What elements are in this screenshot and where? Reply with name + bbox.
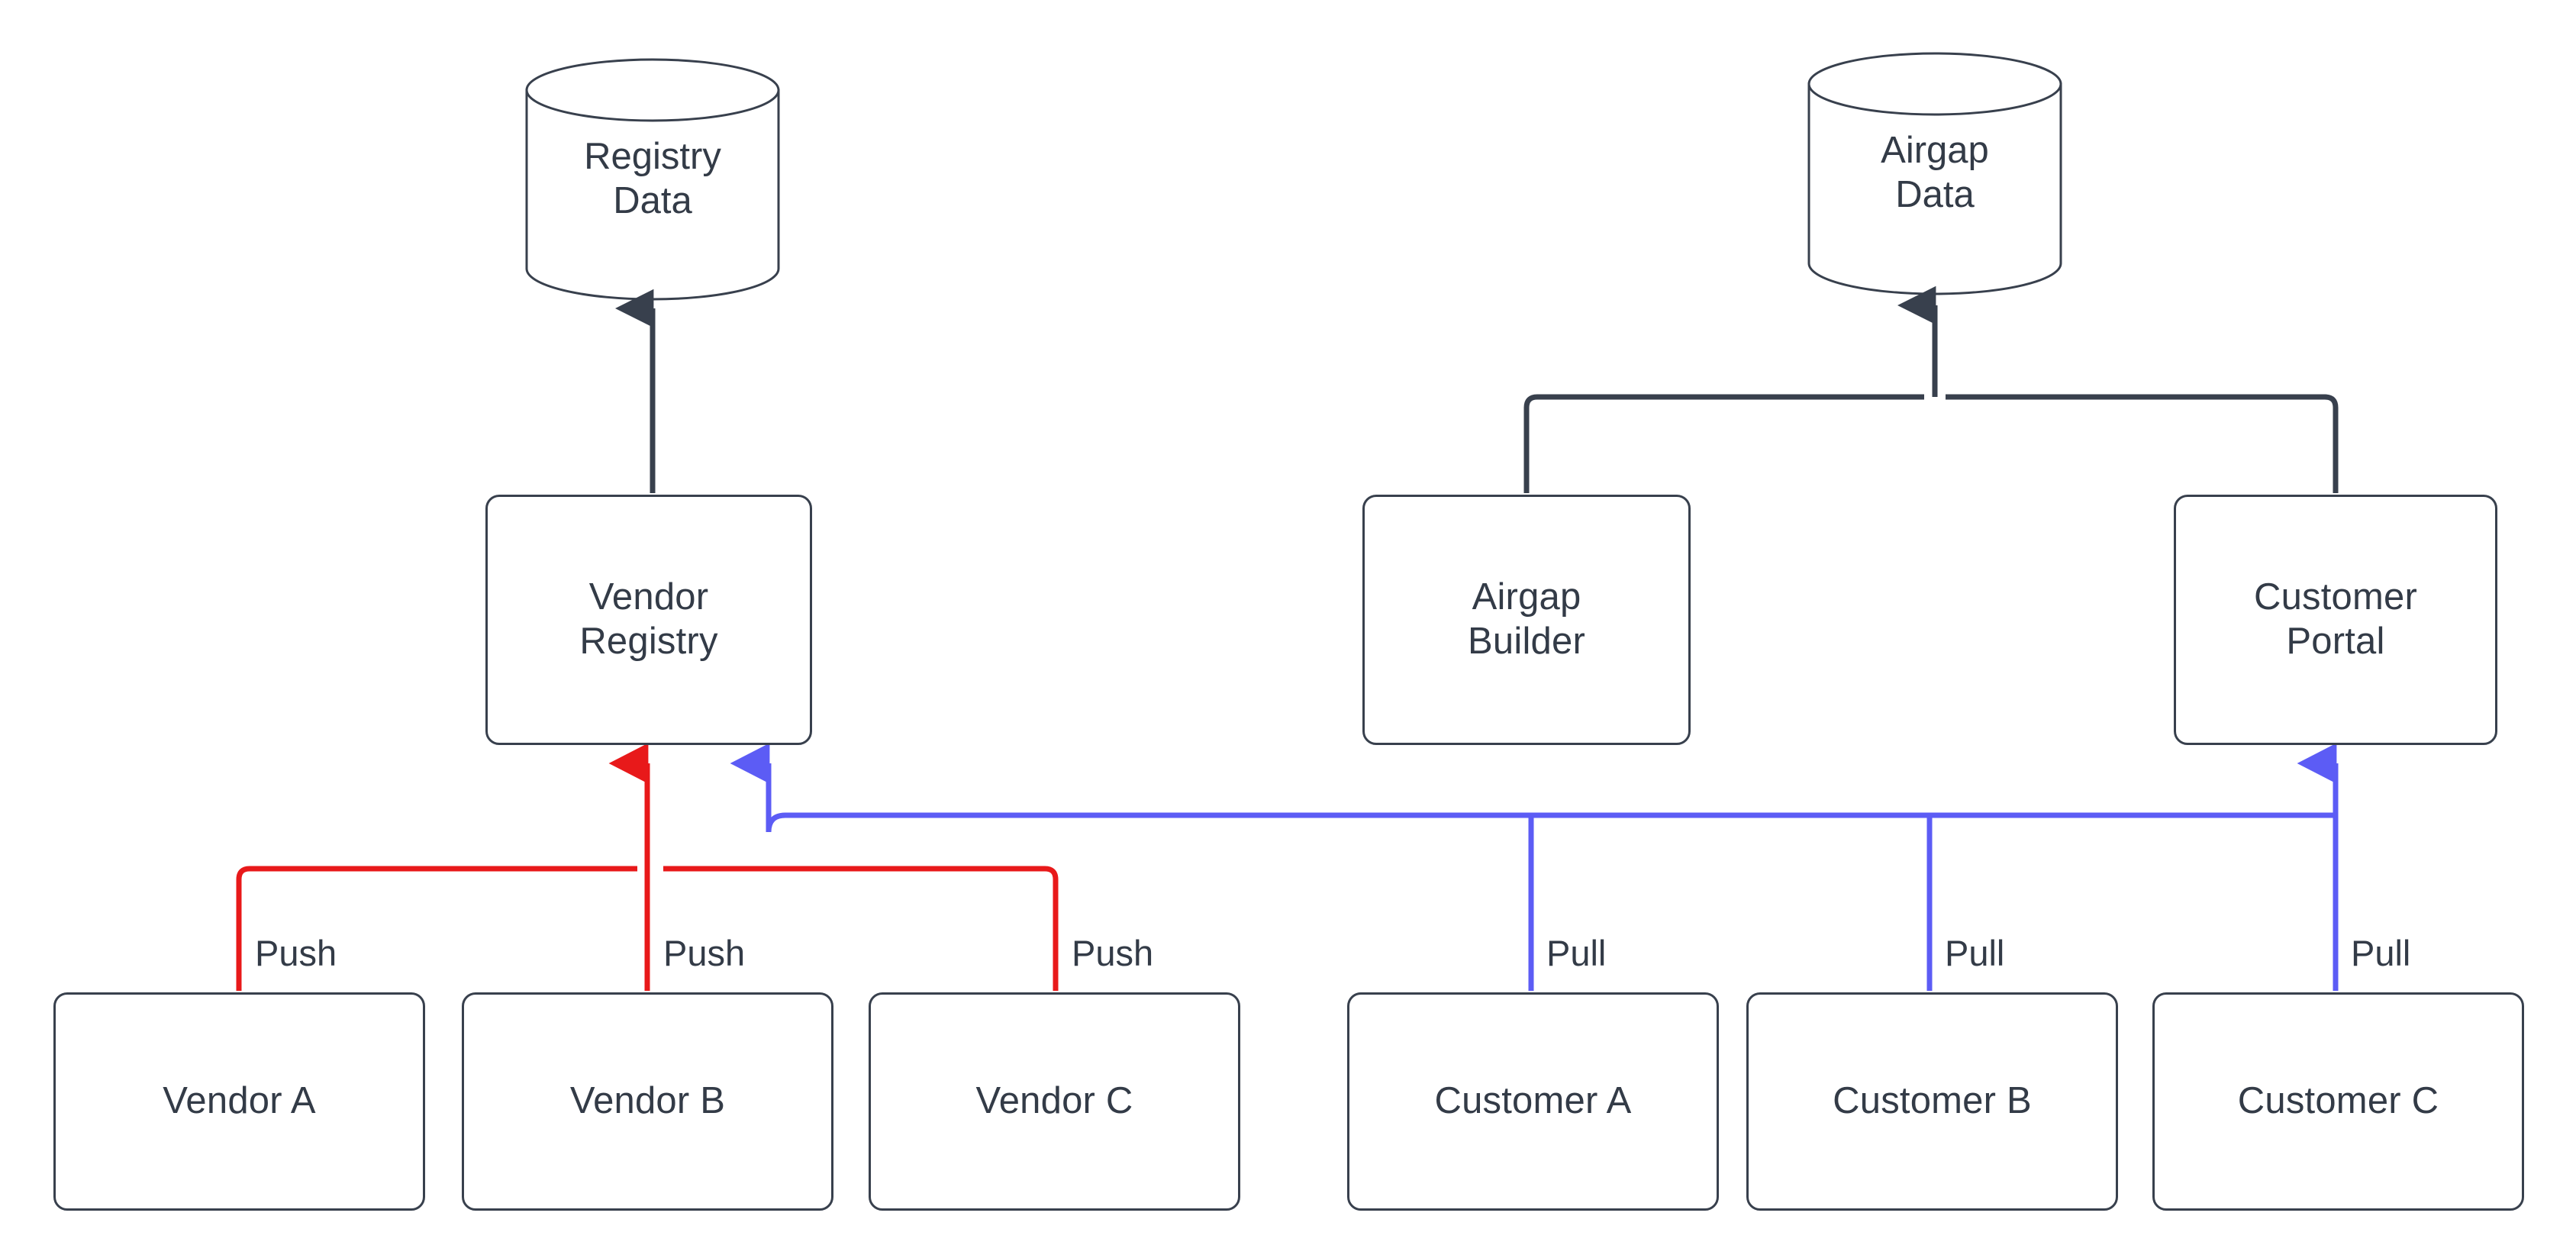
node-airgap-builder[interactable]: Airgap Builder	[1362, 495, 1691, 745]
node-customer-a[interactable]: Customer A	[1347, 992, 1719, 1211]
node-vendor-a-label: Vendor A	[163, 1080, 316, 1122]
node-customer-portal[interactable]: Customer Portal	[2174, 495, 2497, 745]
connector-vendor-c-push	[663, 866, 1059, 991]
node-customer-c-label: Customer C	[2237, 1080, 2439, 1122]
edge-label-push-vendor-a: Push	[255, 933, 337, 973]
edge-label-push-vendor-b: Push	[663, 933, 746, 973]
airgap-data-cylinder-shape	[1807, 52, 2062, 295]
connector-vendor-a-push	[236, 866, 637, 991]
node-vendor-a[interactable]: Vendor A	[53, 992, 425, 1211]
node-vendor-b[interactable]: Vendor B	[462, 992, 833, 1211]
node-vendor-registry[interactable]: Vendor Registry	[485, 495, 812, 745]
edge-label-pull-customer-c: Pull	[2351, 933, 2411, 973]
node-vendor-b-label: Vendor B	[569, 1080, 726, 1122]
edge-label-pull-customer-b: Pull	[1945, 933, 2005, 973]
connector-pull-bus	[766, 812, 2336, 833]
connector-customer-portal-to-airgap-data	[1946, 394, 2339, 493]
edge-label-pull-customer-a: Pull	[1546, 933, 1607, 973]
node-customer-c[interactable]: Customer C	[2152, 992, 2524, 1211]
connector-airgap-builder-to-airgap-data	[1523, 394, 1924, 493]
node-customer-portal-label: Customer Portal	[2254, 576, 2417, 662]
node-customer-b[interactable]: Customer B	[1746, 992, 2118, 1211]
node-vendor-registry-label: Vendor Registry	[579, 576, 718, 662]
node-customer-a-label: Customer A	[1434, 1080, 1632, 1122]
node-customer-b-label: Customer B	[1833, 1080, 2032, 1122]
node-vendor-c[interactable]: Vendor C	[869, 992, 1240, 1211]
node-airgap-builder-label: Airgap Builder	[1468, 576, 1585, 662]
node-vendor-c-label: Vendor C	[975, 1080, 1133, 1122]
edge-label-push-vendor-c: Push	[1072, 933, 1154, 973]
registry-data-cylinder-shape	[525, 58, 780, 301]
